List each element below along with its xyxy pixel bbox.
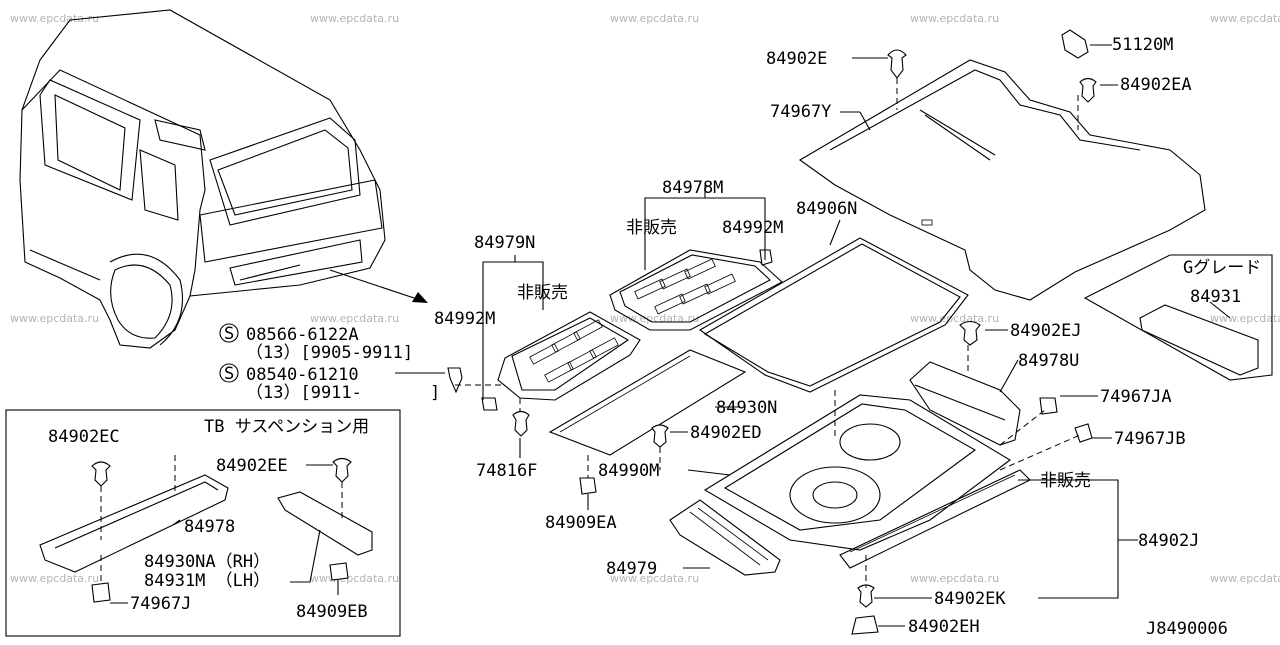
label-74967J: 74967J bbox=[130, 594, 191, 614]
grade-box bbox=[1083, 254, 1273, 381]
label-not-for-sale: 非販売 bbox=[626, 218, 677, 238]
mat-84906N bbox=[698, 237, 969, 393]
label-74967JB: 74967JB bbox=[1114, 429, 1186, 449]
clip-icon bbox=[759, 249, 773, 266]
label-84978U: 84978U bbox=[1018, 351, 1079, 371]
label-84902EA: 84902EA bbox=[1120, 75, 1192, 95]
arrow-icon bbox=[329, 269, 421, 301]
label-84902EC: 84902EC bbox=[48, 427, 120, 447]
label-84992M-top: 84992M bbox=[722, 218, 783, 238]
clip-icon bbox=[512, 410, 530, 437]
label-74816F: 74816F bbox=[476, 461, 537, 481]
watermark: www.epcdata.ru bbox=[610, 12, 699, 25]
panel-84979N bbox=[455, 311, 641, 412]
floor-board-74967Y bbox=[798, 59, 1206, 301]
watermark: www.epcdata.ru bbox=[310, 12, 399, 25]
clip-icon bbox=[959, 320, 981, 346]
screw-symbol: S bbox=[224, 324, 234, 344]
clip-icon bbox=[91, 461, 111, 487]
label-84902EJ: 84902EJ bbox=[1010, 321, 1082, 341]
screw-symbol-icon bbox=[219, 363, 239, 383]
watermark: www.epcdata.ru bbox=[610, 312, 699, 325]
label-84909EB: 84909EB bbox=[296, 602, 368, 622]
sill-84902J bbox=[839, 469, 1031, 569]
screw-note: （13）[9905-9911] bbox=[246, 343, 413, 363]
label-84990M: 84990M bbox=[598, 461, 659, 481]
drawing-code: J8490006 bbox=[1146, 619, 1228, 639]
label-84930N: 84930N bbox=[716, 398, 777, 418]
label-51120M: 51120M bbox=[1112, 35, 1173, 55]
clip-icon bbox=[1079, 77, 1097, 103]
clip-icon bbox=[332, 457, 352, 483]
label-84978: 84978 bbox=[184, 517, 235, 537]
label-84931: 84931 bbox=[1190, 287, 1241, 307]
label-84978M: 84978M bbox=[662, 178, 723, 198]
leader-lines bbox=[482, 44, 1138, 627]
panel-84978M bbox=[609, 249, 783, 331]
label-84930NA: 84930NA（RH） bbox=[144, 552, 270, 572]
clip-icon bbox=[447, 367, 463, 394]
watermarks: www.epcdata.ru www.epcdata.ru www.epcdat… bbox=[10, 12, 1280, 585]
label-84979N: 84979N bbox=[474, 233, 535, 253]
arrow-head-icon bbox=[412, 292, 428, 303]
clip-icon bbox=[481, 397, 498, 411]
clip-icon bbox=[651, 424, 669, 448]
board-84979 bbox=[669, 499, 781, 576]
screw-part-number: 08540-61210 bbox=[246, 365, 359, 385]
watermark: www.epcdata.ru bbox=[1210, 312, 1280, 325]
label-84906N: 84906N bbox=[796, 199, 857, 219]
label-84902EK: 84902EK bbox=[934, 589, 1006, 609]
label-74967Y: 74967Y bbox=[770, 102, 831, 122]
label-84931M: 84931M （LH） bbox=[144, 571, 270, 591]
watermark: www.epcdata.ru bbox=[310, 572, 399, 585]
screw-symbol: S bbox=[224, 364, 234, 384]
label-84992M-left: 84992M bbox=[434, 309, 495, 329]
panel-84978U bbox=[909, 361, 1021, 446]
label-84902EE: 84902EE bbox=[216, 456, 288, 476]
watermark: www.epcdata.ru bbox=[610, 572, 699, 585]
watermark: www.epcdata.ru bbox=[1210, 12, 1280, 25]
label-84909EA: 84909EA bbox=[545, 513, 617, 533]
screw-symbol-icon bbox=[219, 323, 239, 343]
label-74967JA: 74967JA bbox=[1100, 387, 1172, 407]
grommet-icon bbox=[91, 582, 111, 603]
watermark: www.epcdata.ru bbox=[910, 572, 999, 585]
watermark: www.epcdata.ru bbox=[910, 312, 999, 325]
clip-icon bbox=[1039, 397, 1058, 415]
label-84979: 84979 bbox=[606, 559, 657, 579]
grommet-icon bbox=[329, 562, 349, 581]
watermark: www.epcdata.ru bbox=[910, 12, 999, 25]
inset-title: TB サスペンション用 bbox=[204, 417, 369, 437]
label-84902J: 84902J bbox=[1138, 531, 1199, 551]
tub-84990M bbox=[703, 394, 1011, 551]
watermark: www.epcdata.ru bbox=[310, 312, 399, 325]
watermark: www.epcdata.ru bbox=[10, 12, 99, 25]
grade-box-title: Gグレード bbox=[1183, 258, 1261, 278]
screw-callouts: S 08566-6122A （13）[9905-9911] S 08540-61… bbox=[219, 323, 463, 403]
clip-icon bbox=[857, 584, 875, 608]
label-not-for-sale: 非販売 bbox=[1040, 471, 1091, 491]
screw-note: （13）[9911- bbox=[246, 383, 362, 403]
part-labels: 84902E 51120M 84902EA 74967Y 84978M 非販売 … bbox=[48, 35, 1261, 639]
clip-icon bbox=[887, 49, 907, 79]
board-84930N bbox=[548, 349, 747, 456]
label-84902ED: 84902ED bbox=[690, 423, 762, 443]
clip-icon bbox=[1061, 29, 1089, 59]
grommet-icon bbox=[579, 477, 597, 495]
screw-note-close: ] bbox=[430, 383, 440, 403]
inset-box bbox=[5, 409, 401, 637]
watermark: www.epcdata.ru bbox=[10, 572, 99, 585]
watermark: www.epcdata.ru bbox=[10, 312, 99, 325]
label-not-for-sale: 非販売 bbox=[517, 283, 568, 303]
label-84902E: 84902E bbox=[766, 49, 827, 69]
guide-lines bbox=[587, 345, 1081, 588]
screw-part-number: 08566-6122A bbox=[246, 325, 359, 345]
grommet-icon bbox=[851, 615, 879, 635]
vehicle-outline bbox=[19, 9, 428, 349]
label-84902EH: 84902EH bbox=[908, 617, 980, 637]
clip-icon bbox=[1074, 423, 1093, 443]
watermark: www.epcdata.ru bbox=[1210, 572, 1280, 585]
